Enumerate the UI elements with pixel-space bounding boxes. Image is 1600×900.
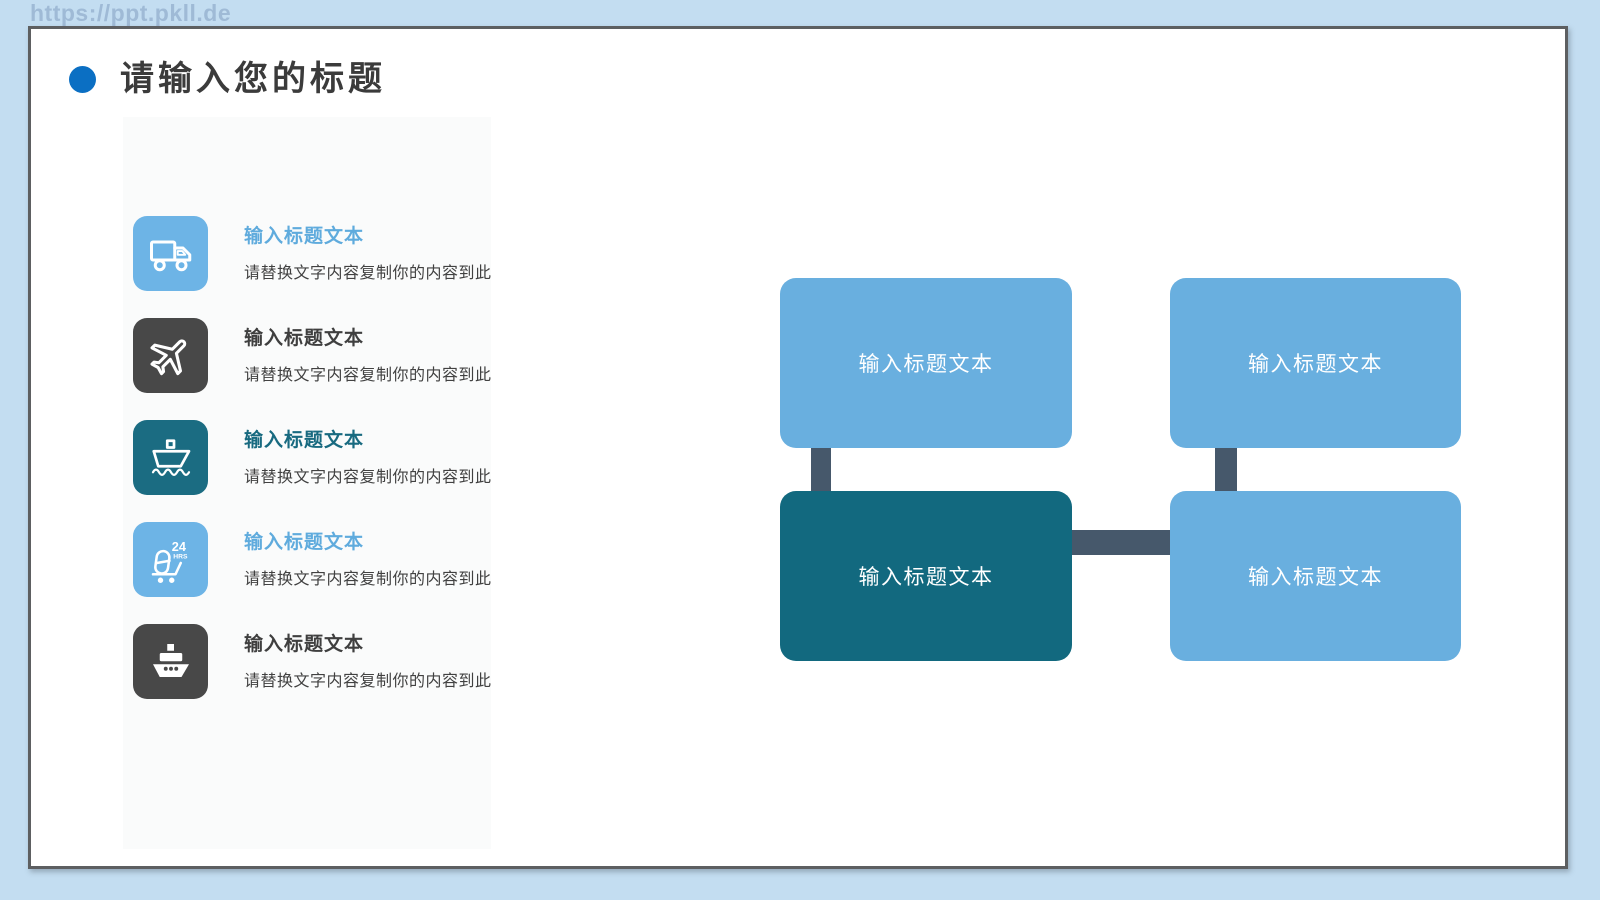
title-bullet-icon	[69, 66, 96, 94]
list-item-text: 输入标题文本 请替换文字内容复制你的内容到此	[244, 522, 492, 589]
svg-text:HRS: HRS	[173, 553, 188, 560]
list-item-title: 输入标题文本	[244, 430, 365, 451]
list-item-text: 输入标题文本 请替换文字内容复制你的内容到此	[244, 624, 492, 691]
list-item: 输入标题文本 请替换文字内容复制你的内容到此	[133, 420, 492, 495]
boat-icon	[133, 624, 208, 699]
list-item-text: 输入标题文本 请替换文字内容复制你的内容到此	[244, 216, 492, 283]
diagram-box-bottom-left: 输入标题文本	[780, 491, 1072, 661]
list-item: 24 HRS 输入标题文本 请替换文字内容复制你的内容到此	[133, 522, 492, 597]
ship-icon	[133, 420, 208, 495]
page-title: 请输入您的标题	[120, 60, 386, 98]
list-item-desc: 请替换文字内容复制你的内容到此	[244, 469, 492, 486]
airplane-icon	[133, 318, 208, 393]
connector-horizontal	[1061, 530, 1181, 555]
connector-vertical-right	[1215, 441, 1237, 501]
list-item-title: 输入标题文本	[244, 634, 365, 655]
list-item-title: 输入标题文本	[244, 532, 365, 553]
list-item-desc: 请替换文字内容复制你的内容到此	[244, 367, 492, 384]
cart-24hrs-icon: 24 HRS	[133, 522, 208, 597]
list-item-desc: 请替换文字内容复制你的内容到此	[244, 265, 492, 282]
watermark-url: https://ppt.pkll.de	[30, 0, 232, 26]
diagram-box-top-right: 输入标题文本	[1170, 278, 1461, 448]
diagram-box-top-left: 输入标题文本	[780, 278, 1072, 448]
list-item-title: 输入标题文本	[244, 226, 365, 247]
list-item-title: 输入标题文本	[244, 328, 365, 349]
diagram-box-bottom-right: 输入标题文本	[1170, 491, 1461, 661]
list-item: 输入标题文本 请替换文字内容复制你的内容到此	[133, 624, 492, 699]
feature-list: 输入标题文本 请替换文字内容复制你的内容到此 输入标题文本 请替换文字内容复制你…	[133, 216, 492, 699]
list-item-text: 输入标题文本 请替换文字内容复制你的内容到此	[244, 420, 492, 487]
list-item-desc: 请替换文字内容复制你的内容到此	[244, 673, 492, 690]
slide-canvas: 请输入您的标题 输入标题文本 请替换文字内容复制你的内容到此	[28, 26, 1568, 869]
svg-text:24: 24	[171, 539, 186, 554]
slide-header: 请输入您的标题	[69, 60, 386, 98]
list-item-text: 输入标题文本 请替换文字内容复制你的内容到此	[244, 318, 492, 385]
list-item: 输入标题文本 请替换文字内容复制你的内容到此	[133, 216, 492, 291]
list-item-desc: 请替换文字内容复制你的内容到此	[244, 571, 492, 588]
connector-vertical-left	[811, 441, 831, 501]
truck-icon	[133, 216, 208, 291]
list-item: 输入标题文本 请替换文字内容复制你的内容到此	[133, 318, 492, 393]
